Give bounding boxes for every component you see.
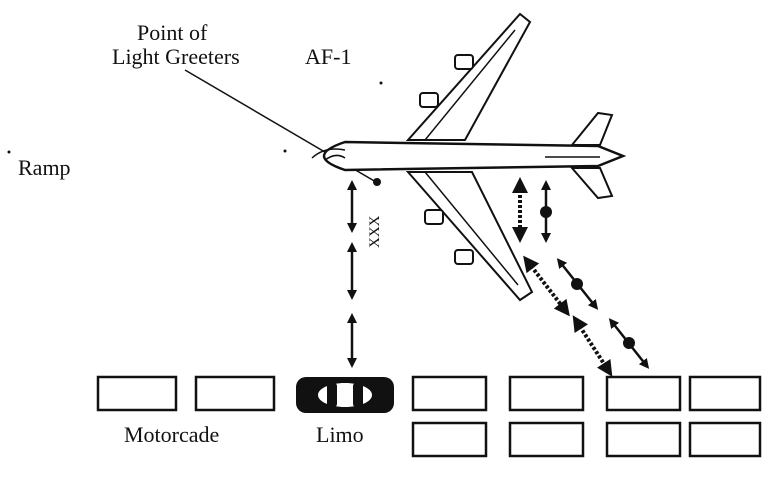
dot-arrows [540,180,650,369]
vehicle-box [194,375,276,412]
agent-dot [571,278,583,290]
vehicle-box [508,375,585,412]
vehicle-box [688,421,762,458]
vehicle-box [605,375,682,412]
agent-dot [540,206,552,218]
aircraft-af1 [311,12,627,302]
limo-label: Limo [316,422,364,447]
speck [283,149,287,153]
engine-icon [419,92,439,108]
greeters-label-line1: Point of [137,20,208,45]
vehicle-box [688,375,762,412]
vehicle-box [411,375,488,412]
dashed-double-arrow [572,315,613,377]
vehicle-box [96,375,178,412]
motorcade-vehicles [96,375,276,412]
limo-icon [296,377,394,413]
vehicle-box [411,421,488,458]
vehicle-box [605,421,682,458]
vehicle-box [508,421,585,458]
motorcade-label: Motorcade [124,422,219,447]
agent-dot [623,337,635,349]
dashed-arrows [512,177,613,377]
upper-stabilizer [569,111,614,146]
ramp-label: Ramp [18,155,71,180]
speck [379,81,383,85]
greeters-label-line2: Light Greeters [112,44,240,69]
engine-icon [454,249,474,265]
aircraft-label: AF-1 [305,44,351,69]
motorcade-vehicles-right [411,375,762,458]
greeter-point [373,178,381,186]
engine-icon [454,54,474,70]
engine-icon [424,209,444,225]
fuselage [323,140,627,172]
lower-wing [405,171,534,302]
lower-stabilizer [569,167,614,200]
upper-wing [405,12,532,141]
greeter-positions-label: XXX [367,215,383,248]
dashed-double-arrow [523,255,570,317]
speck [7,150,11,154]
